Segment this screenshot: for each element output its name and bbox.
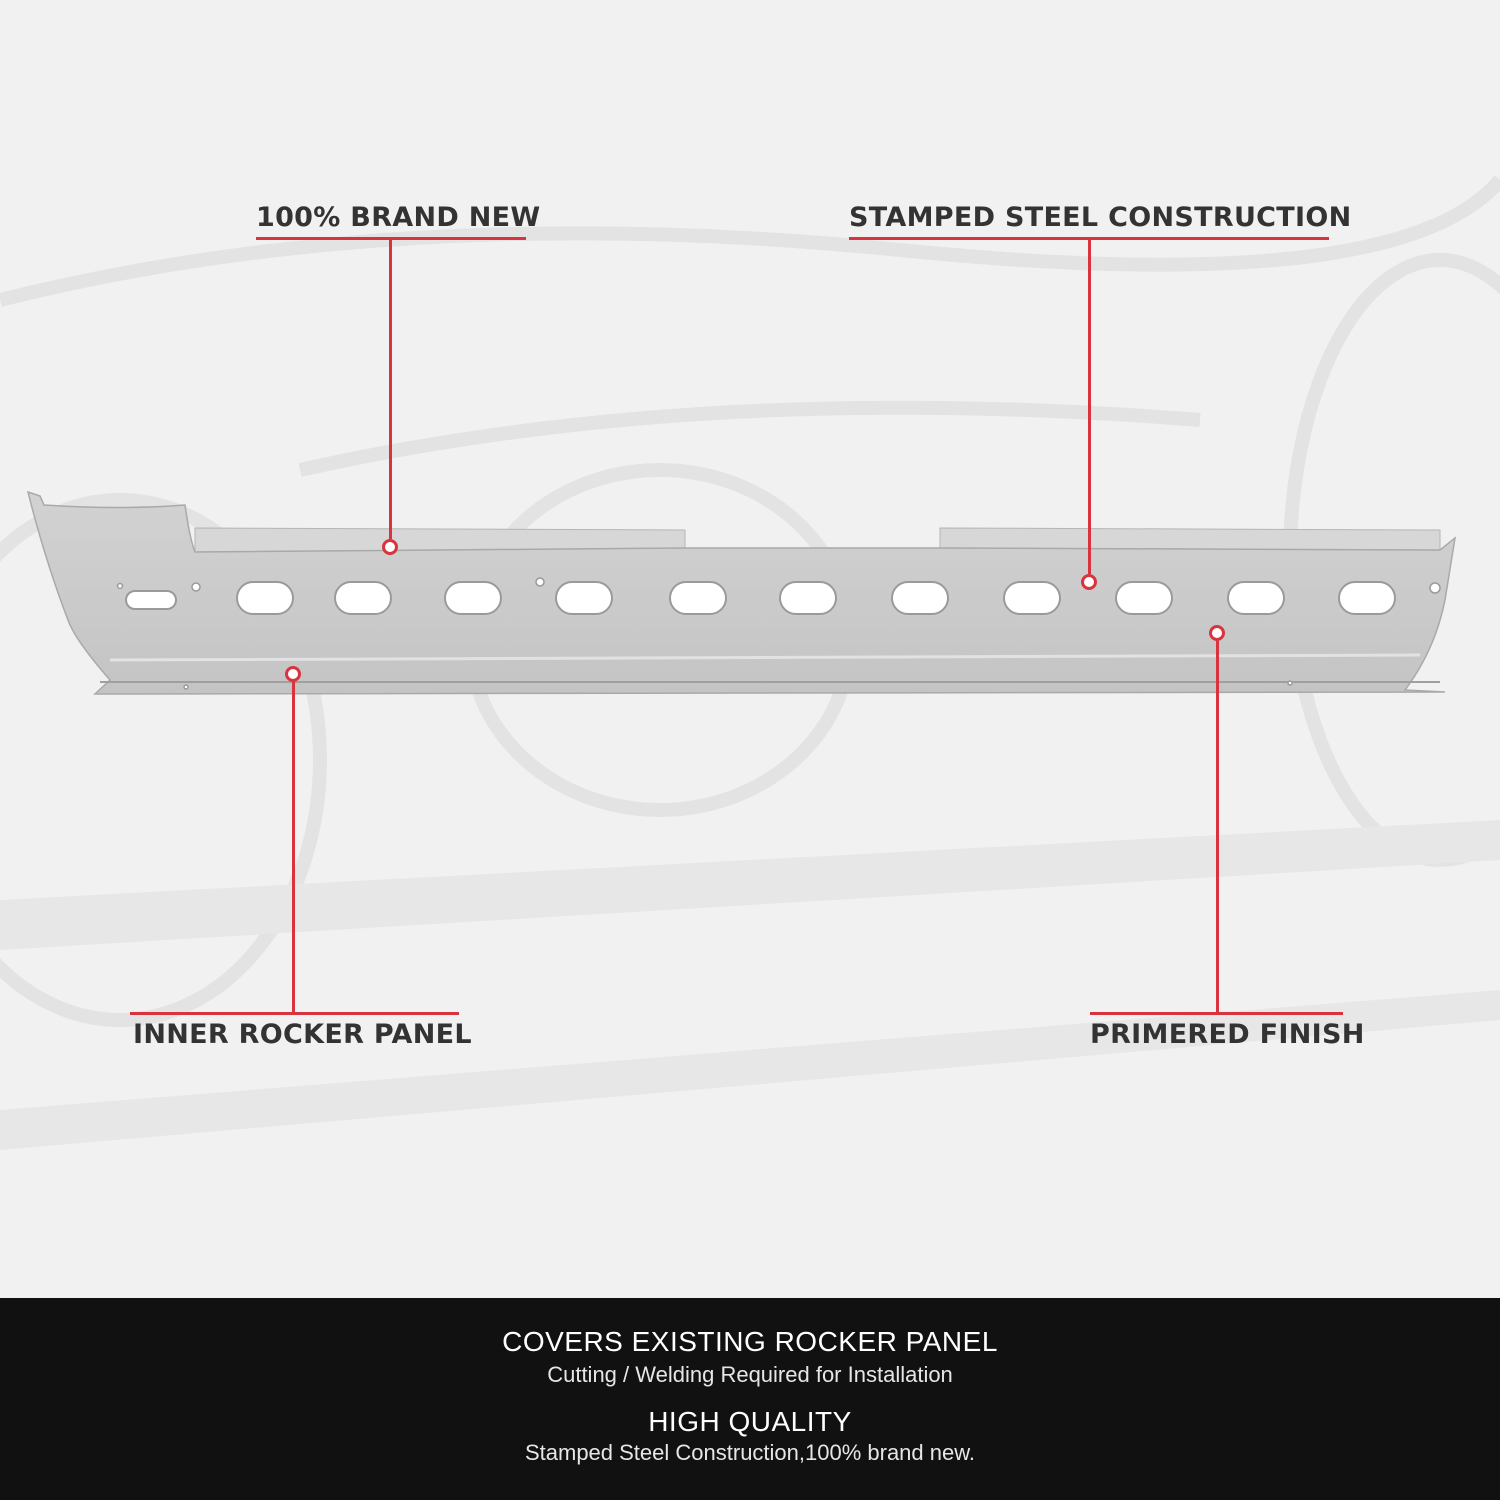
panel-top-flange-right	[939, 527, 1441, 551]
footer-band: COVERS EXISTING ROCKER PANEL Cutting / W…	[0, 1298, 1500, 1500]
callout-brand-new-label: 100% BRAND NEW	[256, 202, 541, 233]
callout-primered-leader	[1216, 641, 1219, 1012]
footer-subline-2: Stamped Steel Construction,100% brand ne…	[524, 1440, 976, 1465]
panel-body	[26, 490, 1457, 695]
callout-inner-rocker-marker	[285, 666, 301, 682]
background-road	[0, 820, 1500, 1150]
callout-inner-rocker-label: INNER ROCKER PANEL	[133, 1019, 472, 1050]
callout-brand-new-underline	[256, 237, 526, 240]
callout-stamped-steel-leader	[1088, 239, 1091, 574]
callout-brand-new-leader	[389, 239, 392, 539]
callout-primered-marker	[1209, 625, 1225, 641]
callout-stamped-steel-marker	[1081, 574, 1097, 590]
callout-inner-rocker-underline	[130, 1012, 459, 1015]
footer-headline-2: HIGH QUALITY	[648, 1406, 852, 1437]
callout-primered-underline	[1090, 1012, 1343, 1015]
callout-stamped-steel-underline	[849, 237, 1329, 240]
footer-subline-1: Cutting / Welding Required for Installat…	[547, 1362, 953, 1387]
callout-primered-label: PRIMERED FINISH	[1090, 1019, 1365, 1050]
panel-holes	[116, 577, 1441, 690]
rocker-panel-illustration	[0, 175, 1500, 1150]
panel-slots	[125, 581, 1396, 615]
callout-inner-rocker-leader	[292, 682, 295, 1013]
panel-ridge	[109, 653, 1421, 662]
footer-headline-1: COVERS EXISTING ROCKER PANEL	[502, 1326, 998, 1357]
callout-brand-new-marker	[382, 539, 398, 555]
callout-stamped-steel-label: STAMPED STEEL CONSTRUCTION	[849, 202, 1352, 233]
